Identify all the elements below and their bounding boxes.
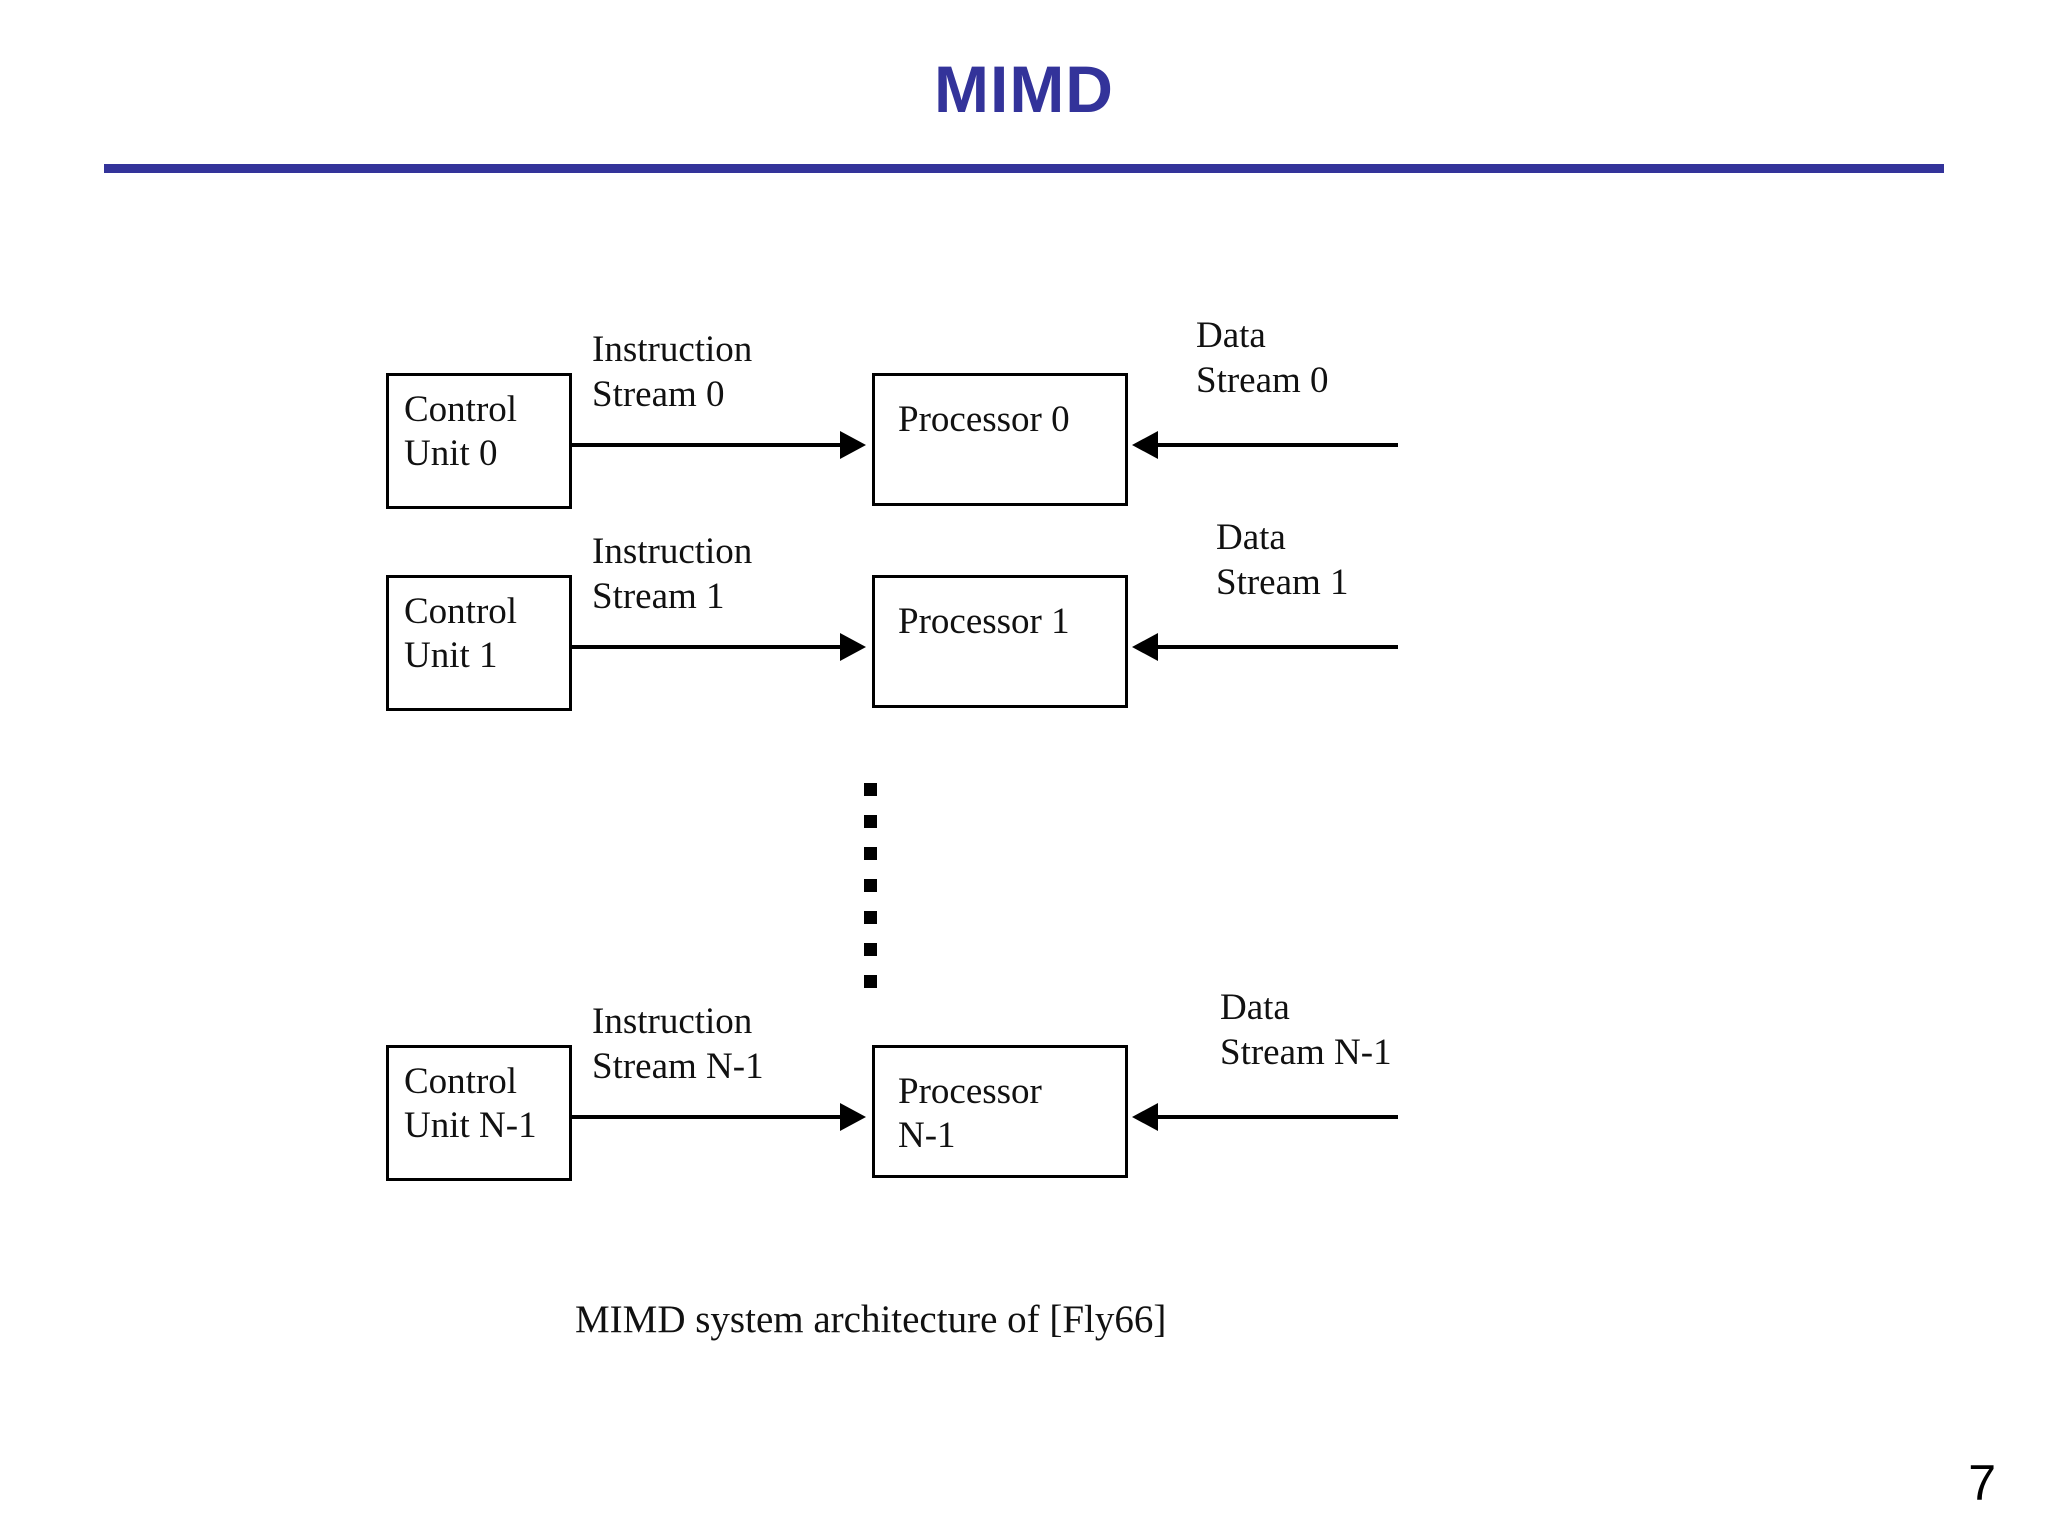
data-stream-1-label: Data Stream 1 bbox=[1216, 517, 1349, 604]
control-unit-1-label: Control Unit 1 bbox=[404, 591, 518, 676]
ellipsis-dot bbox=[864, 911, 877, 924]
ellipsis-dot bbox=[864, 783, 877, 796]
page-number: 7 bbox=[1968, 1455, 1996, 1511]
instruction-stream-n1-wire bbox=[572, 1115, 846, 1119]
data-stream-0-arrowhead bbox=[1132, 431, 1158, 459]
ellipsis-dot bbox=[864, 879, 877, 892]
ellipsis-dot bbox=[864, 847, 877, 860]
processor-0-label: Processor 0 bbox=[898, 399, 1070, 440]
ellipsis-dot bbox=[864, 943, 877, 956]
page-title: MIMD bbox=[934, 52, 1114, 126]
instruction-stream-n1-arrowhead bbox=[840, 1103, 866, 1131]
data-stream-0-wire bbox=[1158, 443, 1398, 447]
data-stream-1-arrowhead bbox=[1132, 633, 1158, 661]
data-stream-n1-wire bbox=[1158, 1115, 1398, 1119]
processor-n1-label: Processor N-1 bbox=[898, 1071, 1042, 1156]
title-underline-rule bbox=[104, 164, 1944, 173]
instruction-stream-1-arrowhead bbox=[840, 633, 866, 661]
data-stream-n1-arrowhead bbox=[1132, 1103, 1158, 1131]
data-stream-1-wire bbox=[1158, 645, 1398, 649]
instruction-stream-n1-label: Instruction Stream N-1 bbox=[592, 1001, 764, 1088]
instruction-stream-0-arrowhead bbox=[840, 431, 866, 459]
data-stream-0-label: Data Stream 0 bbox=[1196, 315, 1329, 402]
instruction-stream-1-wire bbox=[572, 645, 846, 649]
diagram-caption: MIMD system architecture of [Fly66] bbox=[575, 1298, 1167, 1341]
instruction-stream-0-wire bbox=[572, 443, 846, 447]
instruction-stream-0-label: Instruction Stream 0 bbox=[592, 329, 753, 416]
processor-0-box bbox=[872, 373, 1128, 506]
control-unit-0-box bbox=[386, 373, 572, 509]
ellipsis-dot bbox=[864, 975, 877, 988]
control-unit-n1-box bbox=[386, 1045, 572, 1181]
control-unit-1-box bbox=[386, 575, 572, 711]
processor-n1-box bbox=[872, 1045, 1128, 1178]
instruction-stream-1-label: Instruction Stream 1 bbox=[592, 531, 753, 618]
ellipsis-dot bbox=[864, 815, 877, 828]
processor-1-label: Processor 1 bbox=[898, 601, 1070, 642]
control-unit-n1-label: Control Unit N-1 bbox=[404, 1061, 537, 1146]
processor-1-box bbox=[872, 575, 1128, 708]
control-unit-0-label: Control Unit 0 bbox=[404, 389, 518, 474]
data-stream-n1-label: Data Stream N-1 bbox=[1220, 987, 1392, 1074]
